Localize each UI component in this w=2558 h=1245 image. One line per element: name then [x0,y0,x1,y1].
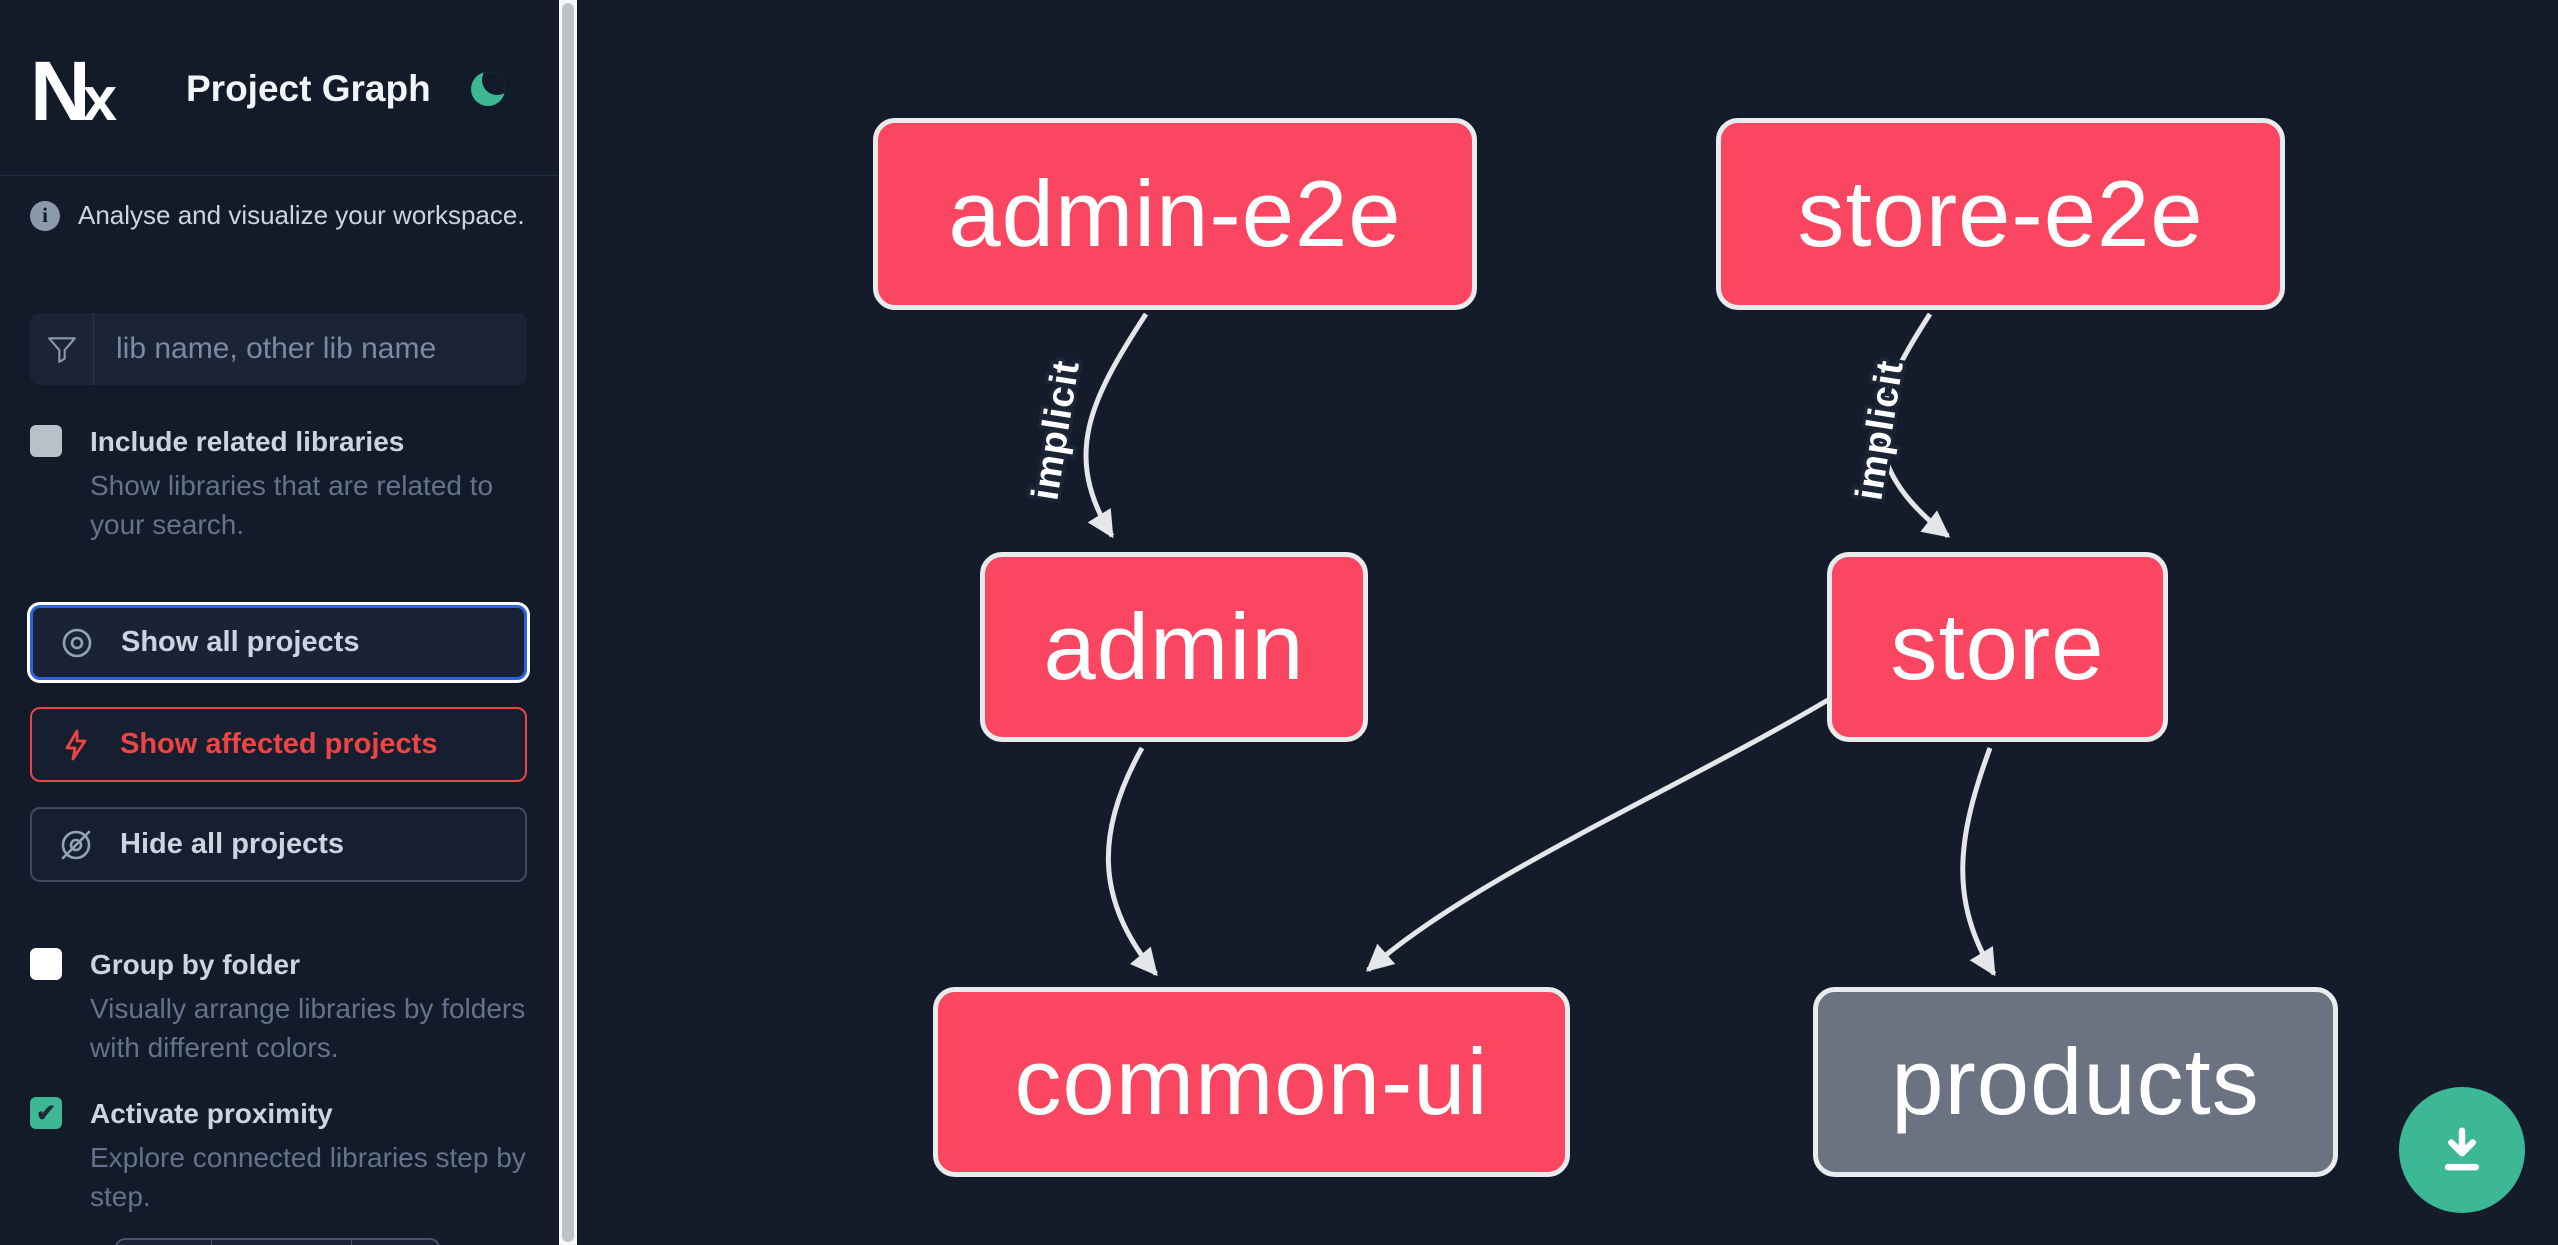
option-activate-proximity: Activate proximity Explore connected lib… [30,1097,530,1227]
workspace-tagline-row: i Analyse and visualize your workspace. [30,200,530,231]
graph-node-products[interactable]: products [1813,987,2338,1177]
stepper-increment[interactable] [352,1240,438,1245]
search-box [30,313,527,385]
group-by-folder-checkbox[interactable] [30,948,62,980]
edge-store-products[interactable] [1960,747,1997,977]
page-title: Project Graph [186,68,431,109]
graph-node-admin[interactable]: admin [980,552,1368,742]
edge-store-e2e-store[interactable] [1878,312,1951,538]
show-all-projects-button[interactable]: Show all projects [30,605,527,680]
option-label: Activate proximity [90,1098,333,1129]
tagline-text: Analyse and visualize your workspace. [78,200,525,230]
hide-all-projects-button[interactable]: Hide all projects [30,807,527,882]
activate-proximity-checkbox[interactable] [30,1097,62,1129]
show-affected-projects-button[interactable]: Show affected projects [30,707,527,782]
search-input[interactable] [94,313,527,385]
stepper-decrement[interactable] [117,1240,212,1245]
edge-admin-common-ui[interactable] [1105,746,1158,977]
option-label: Group by folder [90,949,300,980]
graph-node-common-ui[interactable]: common-ui [933,987,1570,1177]
button-label: Hide all projects [120,828,345,860]
download-image-button[interactable] [2399,1087,2525,1213]
stepper-value [212,1240,352,1245]
option-description: Visually arrange libraries by folders wi… [90,993,526,1063]
eye-off-icon [61,830,91,859]
edge-label-implicit: implicit [1024,357,1088,503]
node-label: common-ui [1014,1029,1489,1134]
edge-store-common-ui[interactable] [1365,697,1830,972]
bolt-icon [65,729,87,760]
option-label: Include related libraries [90,426,405,457]
scrollbar-thumb[interactable] [562,3,574,1242]
node-label: store [1890,594,2105,699]
node-label: products [1891,1029,2260,1134]
info-icon: i [30,200,60,231]
option-description: Explore connected libraries step by step… [90,1142,526,1212]
graph-node-store-e2e[interactable]: store-e2e [1716,118,2285,310]
download-icon [2444,1127,2480,1171]
include-related-checkbox[interactable] [30,425,62,457]
edge-label-implicit: implicit [1848,357,1912,503]
graph-node-store[interactable]: store [1827,552,2168,742]
graph-node-admin-e2e[interactable]: admin-e2e [873,118,1477,310]
sidebar-scrollbar[interactable] [559,0,577,1245]
filter-icon [30,313,94,385]
node-label: store-e2e [1797,161,2204,266]
moon-icon[interactable] [471,72,505,106]
button-label: Show all projects [121,626,360,658]
button-label: Show affected projects [120,728,438,760]
proximity-stepper [115,1238,440,1245]
option-description: Show libraries that are related to your … [90,470,494,540]
node-label: admin [1043,594,1305,699]
option-include-related: Include related libraries Show libraries… [30,425,530,555]
node-label: admin-e2e [948,161,1402,266]
eye-icon [62,628,92,657]
option-group-by-folder: Group by folder Visually arrange librari… [30,948,530,1078]
edge-admin-e2e-admin[interactable] [1083,312,1149,539]
